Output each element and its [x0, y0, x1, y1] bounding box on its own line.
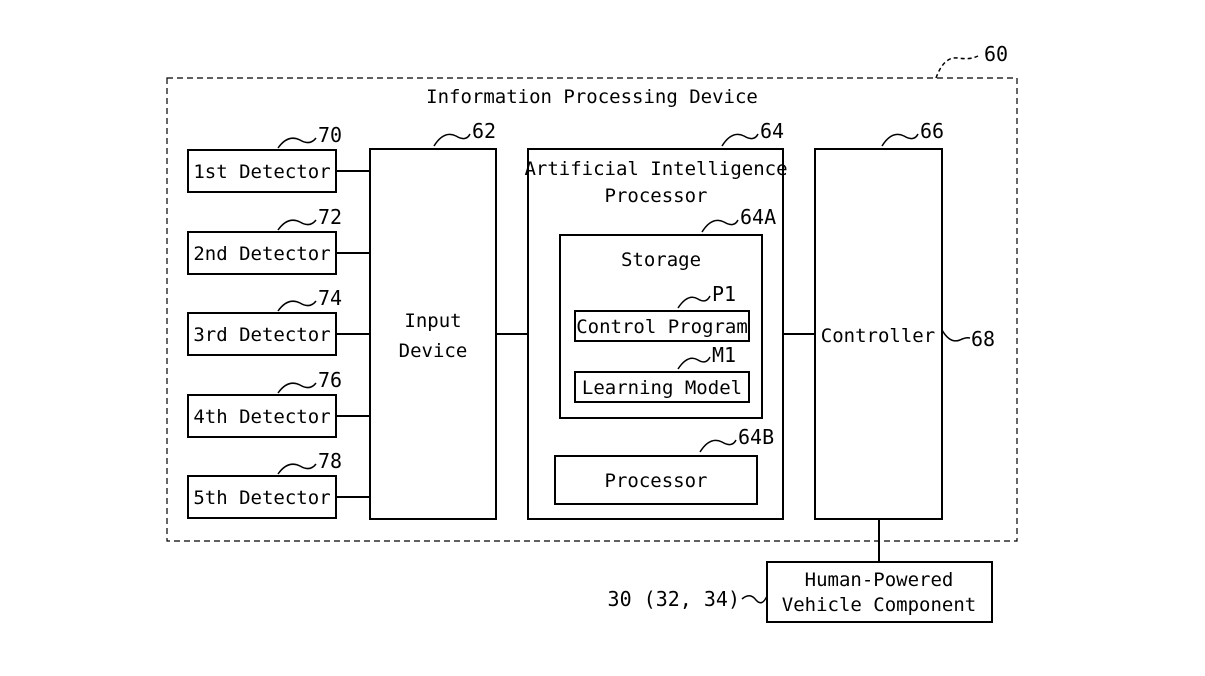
input-device-box: [369, 148, 497, 520]
learning-model-box: [574, 371, 750, 403]
storage-ref: 64A: [740, 205, 776, 229]
detector-5-ref: 78: [318, 449, 342, 473]
input-device: Input Device 62: [369, 119, 497, 520]
detector-3: 3rd Detector 74: [187, 286, 342, 356]
input-device-ref-leader: [433, 133, 471, 147]
detector-3-label: 3rd Detector: [193, 324, 330, 346]
detector-4-ref: 76: [318, 368, 342, 392]
detector-3-box: [187, 312, 337, 356]
ai-processor-ref: 64: [760, 119, 784, 143]
input-device-label-line2: Device: [399, 340, 468, 362]
vehicle-component-box: [766, 561, 993, 623]
device-ref-leader: [935, 55, 979, 79]
vehicle-component-label-line1: Human-Powered: [805, 569, 954, 591]
information-processing-device-boundary: [166, 77, 1018, 542]
control-program-ref: P1: [712, 282, 736, 306]
detector-5-label: 5th Detector: [193, 487, 330, 509]
detector-5-ref-leader: [277, 463, 317, 475]
controller-ref-top-leader: [881, 133, 919, 147]
detector-1-ref-leader: [277, 137, 317, 149]
detector-1: 1st Detector 70: [187, 123, 342, 193]
controller-ref-side-leader: [941, 329, 971, 342]
detector-2-box: [187, 231, 337, 275]
detector-wires: [336, 170, 370, 498]
detector-3-ref: 74: [318, 286, 342, 310]
vehicle-component: Human-Powered Vehicle Component 30 (32, …: [608, 561, 993, 623]
ai-processor-ref-leader: [721, 133, 759, 147]
ai-processor: Artificial Intelligence Processor 64 Sto…: [524, 119, 788, 520]
learning-model-ref-leader: [677, 356, 711, 370]
detector-2: 2nd Detector 72: [187, 205, 342, 275]
vehicle-component-ref: 30 (32, 34): [608, 587, 740, 611]
controller-label: Controller: [821, 325, 935, 347]
processor-label: Processor: [605, 470, 708, 492]
detector-2-label: 2nd Detector: [193, 243, 330, 265]
ai-processor-label-line1: Artificial Intelligence: [524, 158, 787, 180]
input-device-ref: 62: [472, 119, 496, 143]
control-program-box: [574, 310, 750, 342]
input-device-label-line1: Input: [404, 310, 461, 332]
controller-ref-side: 68: [971, 327, 995, 351]
controller: Controller 66 68: [814, 119, 995, 520]
learning-model-label: Learning Model: [582, 377, 742, 399]
control-program-label: Control Program: [576, 316, 748, 338]
vehicle-component-ref-leader: [741, 595, 768, 604]
controller-ref-top: 66: [920, 119, 944, 143]
detector-2-ref: 72: [318, 205, 342, 229]
learning-model-ref: M1: [712, 343, 736, 367]
storage-label: Storage: [621, 249, 701, 271]
detector-4-ref-leader: [277, 382, 317, 394]
device-title: Information Processing Device: [426, 86, 758, 108]
detector-1-label: 1st Detector: [193, 161, 330, 183]
ai-processor-label-line2: Processor: [605, 185, 708, 207]
processor-ref-leader: [699, 439, 737, 453]
detector-1-ref: 70: [318, 123, 342, 147]
controller-box: [814, 148, 943, 520]
detector-4: 4th Detector 76: [187, 368, 342, 438]
storage-ref-leader: [701, 219, 739, 233]
detector-5: 5th Detector 78: [187, 449, 342, 519]
detector-2-ref-leader: [277, 219, 317, 231]
detector-4-label: 4th Detector: [193, 406, 330, 428]
processor-ref: 64B: [738, 425, 774, 449]
control-program-ref-leader: [677, 295, 711, 309]
device-ref: 60: [984, 42, 1008, 66]
detector-3-ref-leader: [277, 300, 317, 312]
processor-box: [554, 455, 758, 505]
vehicle-component-label-line2: Vehicle Component: [782, 594, 976, 616]
